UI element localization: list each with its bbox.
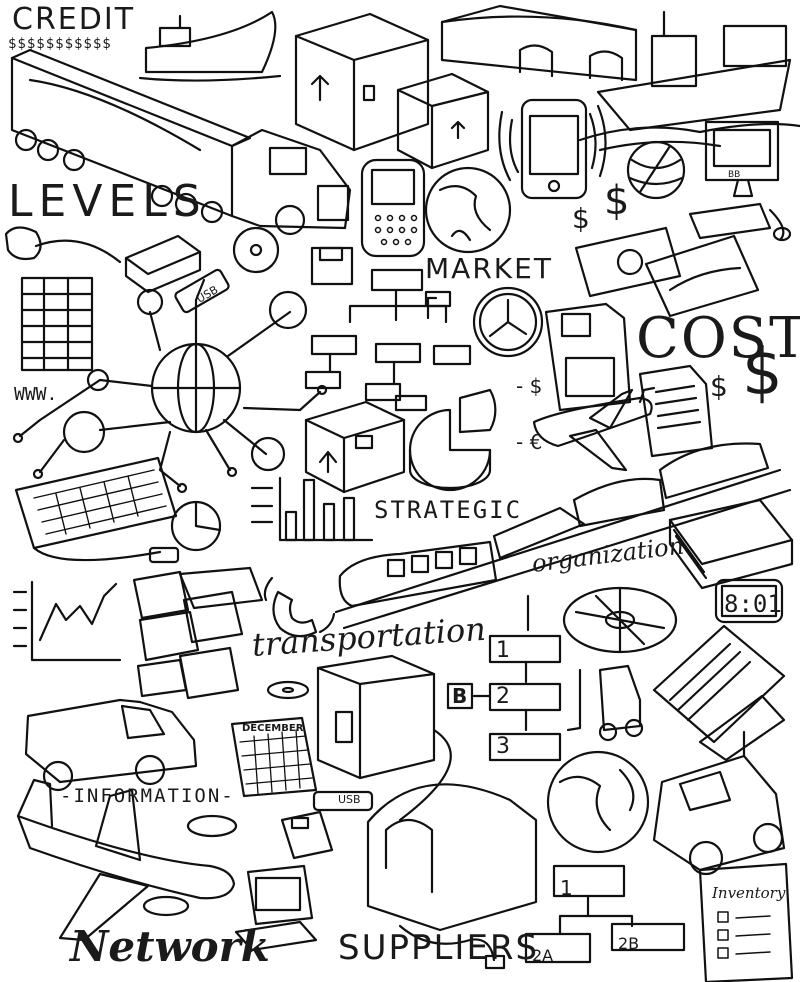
strategic-heading: STRATEGIC [374,496,523,524]
documents-icon [652,624,786,762]
spreadsheet-icon [20,276,94,372]
market-heading: MARKET [425,252,553,285]
wall-clock-icon [472,286,544,358]
pickup-truck-icon [24,698,198,792]
digital-clock-readout: 8:01 [724,590,782,618]
vinyl-record-icon [562,586,678,654]
flow-step-3: 3 [496,734,510,759]
dollar-large-icon-2: $ [742,336,783,410]
information-heading: -INFORMATION- [60,785,235,807]
globe-icon [424,166,512,254]
desktop-computer-icon [688,120,792,242]
cd-small-icon [266,680,310,700]
inventory-clipboard-icon [698,862,794,982]
computer-mouse-icon [4,226,122,264]
external-drive-icon [124,234,202,294]
org-chart-icon [304,268,472,412]
dollar-dash-label: - $ [516,374,543,398]
pie-chart-3d-icon [408,388,497,492]
monitor-label: BB [728,170,741,180]
flow-branch-b: B [452,684,468,708]
digital-clock-icon [714,578,784,624]
computer-terminal-icon [234,864,318,952]
forklift-icon [566,664,644,742]
tree-node-2b: 2B [618,934,640,953]
smartphone-icon [498,98,607,200]
cardboard-box-icon [294,12,430,152]
blackberry-phone-icon [360,158,426,258]
usb-drive-icon [312,790,374,812]
inventory-label: Inventory [712,884,786,902]
server-tower-icon [316,654,452,822]
small-box-icon [396,72,490,170]
dollar-signs-row: $$$$$$$$$$$ [8,36,112,52]
warehouse-icon [440,4,638,82]
suppliers-heading: SUPPLIERS [338,928,540,968]
semi-truck-icon [10,48,352,236]
calendar-icon [230,716,318,798]
jet-airplane-icon [16,778,238,942]
floppy-disk-large-icon [544,302,632,412]
line-graph-icon [12,580,122,662]
tree-node-2a: 2A [532,946,554,965]
tree-diagram-icon [524,864,686,964]
ball-icon [626,140,686,200]
euro-dash-label: - € [516,430,543,454]
flow-step-2: 2 [496,684,510,709]
train-icon [334,442,792,630]
process-flow-icon [446,594,562,762]
cd-disc-icon [232,226,280,274]
telephone-icon [263,576,336,638]
dollar-large-icon: $ [604,178,630,224]
airplane-icon [532,386,656,472]
usb-stick-icon [174,268,230,314]
document-icon [638,364,714,458]
banknote-icon [574,226,760,318]
usb-label-bottom: USB [338,793,361,806]
shipping-box-icon [304,400,406,494]
pie-chart-icon [170,500,222,552]
earth-globe-icon [546,750,650,854]
floppy-disk-icon [310,246,354,286]
bar-chart-icon [250,476,374,542]
levels-heading: LEVELS [8,176,207,227]
paper-stack-icon [668,498,794,590]
calendar-month-label: DECEMBER [242,723,304,734]
cargo-ship-icon [138,10,282,82]
tree-node-1: 1 [560,876,573,900]
network-heading: Network [70,922,270,971]
credit-heading: CREDIT [12,2,136,37]
dollar-small-icon-2: $ [710,370,728,403]
truck-cab-icon [652,730,786,876]
storage-shed-icon [366,783,538,970]
box-pile-icon [132,566,264,700]
floppy-lower-icon [280,810,334,860]
flow-step-1: 1 [496,638,510,663]
network-globe-icon [12,278,328,494]
dollar-small-icon: $ [572,202,590,235]
www-label: WWW. [14,384,58,405]
cost-heading: COST [636,306,800,371]
keyboard-icon [14,456,180,564]
